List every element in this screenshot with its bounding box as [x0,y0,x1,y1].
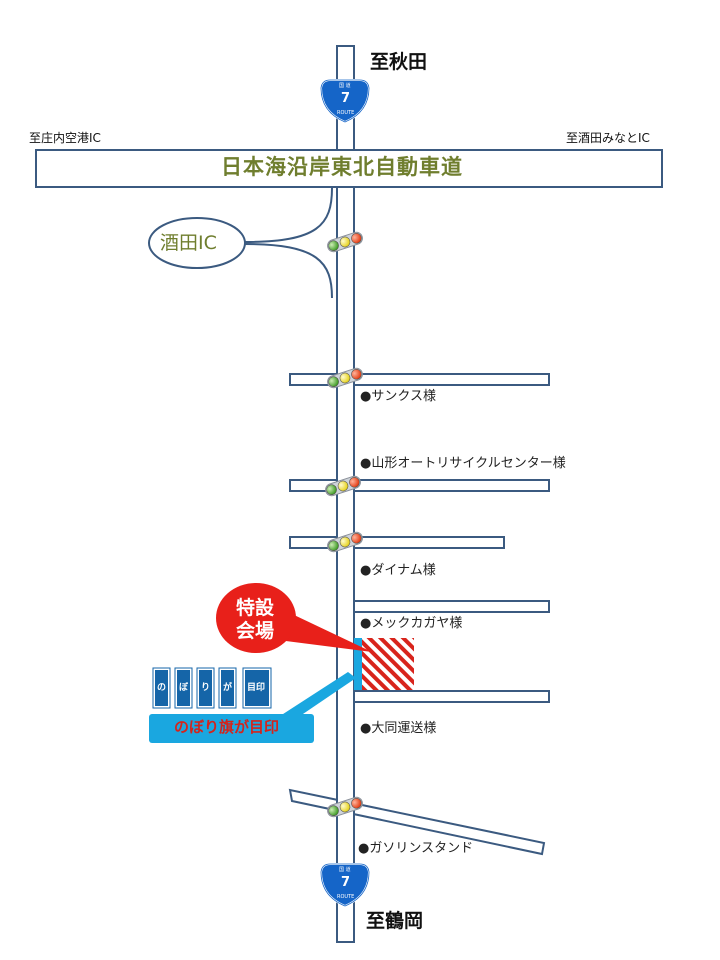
direction-east-ic: 至酒田みなとIC [566,131,650,145]
venue-callout [216,583,296,653]
flag-char: の [157,683,167,693]
flag-caption: のぼり旗が目印 [174,718,280,736]
route-7-shield-south [319,863,371,908]
route-shield-top-text: 国 道 [339,867,351,873]
landmark-mec-kagaya: ●メックカガヤ様 [360,616,463,631]
venue-label-line1: 特設 [236,597,275,619]
route-shield-bottom-text: ROUTE [337,894,355,900]
side-road-3 [289,536,505,549]
expressway-name: 日本海沿岸東北自動車道 [221,155,463,179]
direction-north: 至秋田 [370,51,428,73]
landmark-gas-station: ●ガソリンスタンド [358,841,474,856]
side-road-5 [353,690,550,703]
venue-frontage [354,638,362,690]
landmark-daido-transport: ●大同運送様 [360,721,437,736]
side-road-4 [353,600,550,613]
landmark-yamagata-recycle: ●山形オートリサイクルセンター様 [360,456,566,471]
direction-west-ic: 至庄内空港IC [29,131,101,145]
route-shield-top-text: 国 道 [339,83,351,89]
nobori-flags [152,667,272,709]
interchange-name: 酒田IC [160,232,217,254]
flag-char: 目印 [247,683,266,693]
route-7-shield-north [319,79,371,124]
route-shield-number: 7 [341,875,351,890]
landmark-sunkus: ●サンクス様 [360,389,436,404]
side-road-2 [289,479,550,492]
landmark-dynam: ●ダイナム様 [360,563,436,578]
direction-south: 至鶴岡 [366,910,424,932]
flag-char: ぼ [179,683,189,693]
flag-caption-box [149,714,314,743]
venue-callout-tail [278,614,372,652]
ic-ramps [244,187,333,299]
interchange-oval [148,217,246,269]
venue-area [362,638,414,690]
flag-callout-tail [280,672,356,716]
venue-label-line2: 会場 [236,620,275,642]
side-road-1 [289,373,550,386]
route-shield-bottom-text: ROUTE [337,110,355,116]
flag-char: り [201,683,211,693]
route-shield-number: 7 [341,91,351,106]
flag-char: が [223,683,233,693]
expressway [35,149,663,188]
